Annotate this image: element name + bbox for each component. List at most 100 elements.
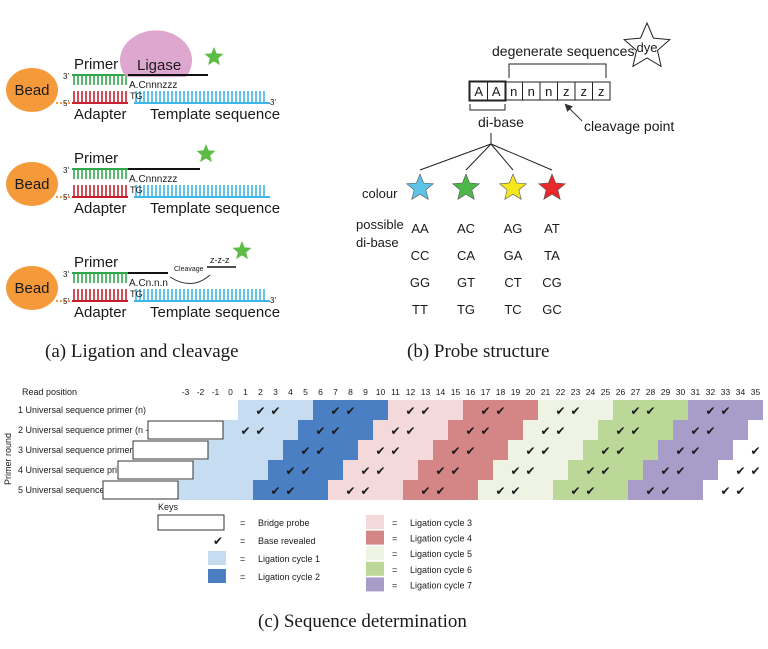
- dibase-bracket: [469, 104, 506, 111]
- ligation-cycle-block: [478, 480, 553, 500]
- primer-bases: [73, 273, 127, 283]
- key-text: Ligation cycle 4: [410, 534, 472, 544]
- base-revealed-check: ✔: [510, 484, 520, 498]
- primer-bases: [73, 169, 127, 179]
- primer-round-row: 4 Universal sequence primer (n - 3)✔✔✔✔✔…: [18, 460, 761, 480]
- read-position-label: Read position: [22, 387, 77, 397]
- key-cycle-swatch: [366, 546, 384, 561]
- position-tick: 35: [751, 387, 761, 397]
- ligation-cycle-block: [628, 480, 703, 500]
- position-tick: 29: [661, 387, 671, 397]
- primer-label: Primer: [74, 150, 118, 167]
- ligation-cycle-block: [238, 400, 313, 420]
- base-revealed-check: ✔: [480, 424, 490, 438]
- cleavage-arrow: [564, 103, 583, 122]
- ligation-cycle-block: [508, 440, 583, 460]
- bridge-probe: [117, 460, 194, 480]
- dibase-pair: AA: [411, 221, 429, 236]
- degenerate-bracket: [508, 63, 607, 78]
- ligation-cycle-block: [523, 420, 598, 440]
- bead-label: Bead: [14, 82, 49, 99]
- base-revealed-check: ✔: [330, 424, 340, 438]
- position-tick: 34: [736, 387, 746, 397]
- base-revealed-check: ✔: [360, 484, 370, 498]
- base-revealed-check: ✔: [300, 464, 310, 478]
- ligation-cycle-block: [208, 440, 283, 460]
- key-check-symbol: ✔: [213, 534, 223, 548]
- probe-sequence: A.Cnnnzzz: [129, 174, 177, 185]
- colour-star: [451, 173, 481, 200]
- dibase-pair: TG: [457, 302, 475, 317]
- position-tick: -2: [197, 387, 205, 397]
- probe-cell-base: z: [598, 84, 605, 99]
- ligation-cycle-block: [553, 480, 628, 500]
- position-tick: 31: [691, 387, 701, 397]
- key-cycle-swatch: [366, 561, 384, 576]
- base-revealed-check: ✔: [345, 484, 355, 498]
- base-revealed-check: ✔: [660, 464, 670, 478]
- base-revealed-check: ✔: [660, 484, 670, 498]
- tree-branch: [465, 143, 492, 171]
- position-tick: -3: [182, 387, 190, 397]
- ligation-cycle-block: [538, 400, 613, 420]
- adapter-label: Adapter: [74, 200, 127, 217]
- base-revealed-check: ✔: [495, 484, 505, 498]
- keys-title: Keys: [158, 502, 179, 512]
- colour-label: colour: [362, 186, 398, 201]
- ligation-cycle-block: [283, 440, 358, 460]
- position-tick: 33: [721, 387, 731, 397]
- base-revealed-check: ✔: [435, 484, 445, 498]
- adapter-bases: [73, 289, 127, 301]
- ligation-cycle-block: [598, 420, 673, 440]
- base-revealed-check: ✔: [420, 484, 430, 498]
- base-revealed-check: ✔: [720, 484, 730, 498]
- base-revealed-check: ✔: [645, 404, 655, 418]
- base-revealed-check: ✔: [285, 484, 295, 498]
- base-revealed-check: ✔: [405, 404, 415, 418]
- key-text: Bridge probe: [258, 518, 310, 528]
- base-revealed-check: ✔: [465, 444, 475, 458]
- base-revealed-check: ✔: [510, 464, 520, 478]
- probe-cell-base: n: [510, 84, 517, 99]
- base-revealed-check: ✔: [690, 444, 700, 458]
- key-equals: =: [392, 565, 397, 575]
- dibase-pair: AC: [457, 221, 475, 236]
- ligation-cycle-block: [178, 480, 253, 500]
- position-tick: 2: [258, 387, 263, 397]
- probe-cell-base: z: [563, 84, 570, 99]
- tree-branch: [490, 143, 514, 171]
- base-revealed-check: ✔: [525, 464, 535, 478]
- ligation-cycle-block: [433, 440, 508, 460]
- base-revealed-check: ✔: [375, 444, 385, 458]
- base-revealed-check: ✔: [585, 484, 595, 498]
- dibase-pair: CT: [504, 275, 521, 290]
- probe-cell-base: n: [528, 84, 535, 99]
- primer-round-row: 2 Universal sequence primer (n - 1)✔✔✔✔✔…: [18, 420, 748, 440]
- three-prime-label: 3': [63, 72, 69, 81]
- possible-label: possible: [356, 217, 404, 232]
- base-revealed-check: ✔: [375, 464, 385, 478]
- base-revealed-check: ✔: [750, 444, 760, 458]
- base-revealed-check: ✔: [630, 424, 640, 438]
- position-tick: 28: [646, 387, 656, 397]
- key-equals: =: [240, 518, 245, 528]
- position-tick: 13: [421, 387, 431, 397]
- base-revealed-check: ✔: [300, 444, 310, 458]
- base-revealed-check: ✔: [315, 424, 325, 438]
- ligation-cycle-block: [313, 400, 388, 420]
- position-tick: 20: [526, 387, 536, 397]
- base-revealed-check: ✔: [240, 424, 250, 438]
- base-revealed-check: ✔: [600, 464, 610, 478]
- primer-round-row: 5 Universal sequence primer (n - 4)✔✔✔✔✔…: [18, 480, 746, 500]
- ligase-label: Ligase: [137, 57, 181, 74]
- probe-cell: [592, 81, 611, 101]
- base-revealed-check: ✔: [540, 424, 550, 438]
- base-revealed-check: ✔: [615, 444, 625, 458]
- cleavage-label: Cleavage: [174, 266, 204, 273]
- template-bases: [135, 91, 265, 103]
- probe-cell-base: A: [492, 84, 501, 99]
